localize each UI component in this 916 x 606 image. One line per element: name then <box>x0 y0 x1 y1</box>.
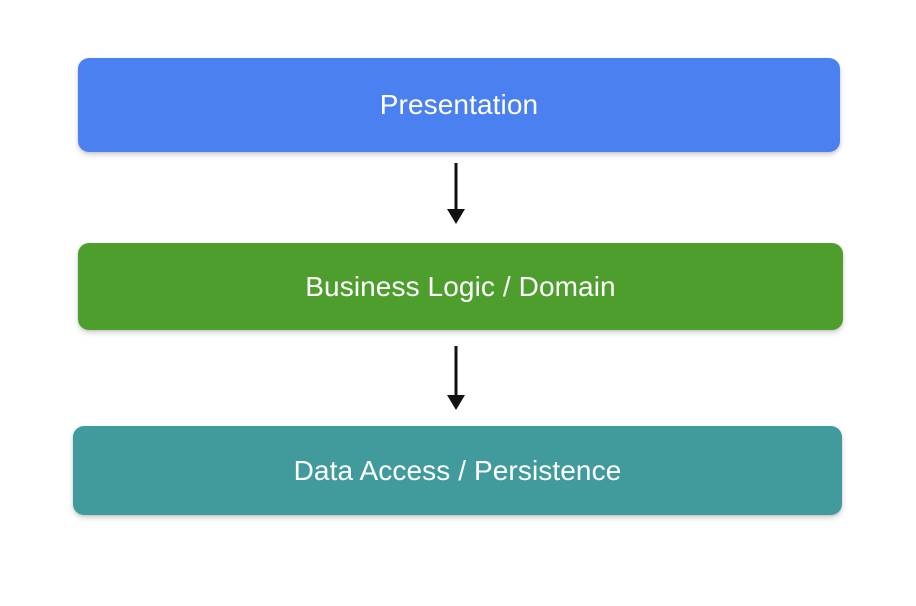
node-data-access-label: Data Access / Persistence <box>293 454 622 486</box>
arrow-down-icon <box>447 163 465 224</box>
arrow-down-icon <box>447 346 465 410</box>
node-business-logic[interactable]: Business Logic / Domain <box>78 243 843 330</box>
edge-presentation-to-business <box>444 163 468 225</box>
node-business-logic-label: Business Logic / Domain <box>305 270 616 302</box>
node-presentation[interactable]: Presentation <box>78 58 840 152</box>
node-data-access[interactable]: Data Access / Persistence <box>73 426 842 515</box>
edge-business-to-data <box>444 346 468 412</box>
node-presentation-label: Presentation <box>379 89 539 120</box>
